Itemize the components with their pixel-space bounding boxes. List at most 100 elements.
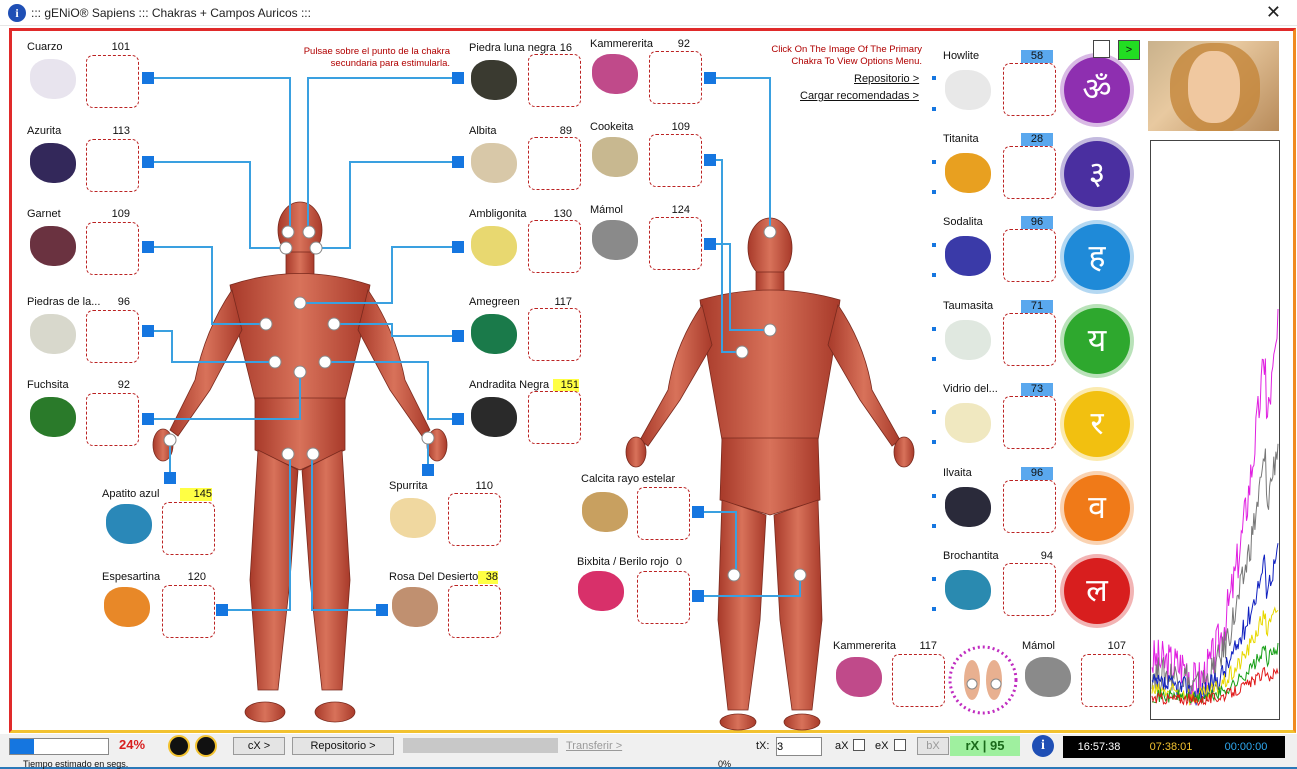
right-stone-name: Brochantita bbox=[943, 550, 999, 562]
cargar-recomendadas-link[interactable]: Cargar recomendadas > bbox=[800, 90, 919, 102]
back-stone-slot[interactable] bbox=[649, 51, 702, 104]
back-low-stone-slot[interactable] bbox=[637, 571, 690, 624]
left-stone-slot[interactable] bbox=[86, 310, 139, 363]
right-stone-stone-image[interactable] bbox=[945, 487, 991, 527]
transferir-link[interactable]: Transferir > bbox=[566, 740, 623, 752]
mid-stone-stone-image[interactable] bbox=[471, 314, 517, 354]
left-low-stone-slot[interactable] bbox=[162, 585, 215, 638]
left-low-stone-stone-image[interactable] bbox=[106, 504, 152, 544]
left-stone-stone-image[interactable] bbox=[30, 143, 76, 183]
mid-stone-value: 130 bbox=[553, 208, 572, 220]
left-stone-slot[interactable] bbox=[86, 393, 139, 446]
left-stone-name: Azurita bbox=[27, 125, 62, 137]
left-low-stone-slot[interactable] bbox=[162, 502, 215, 555]
left-stone-stone-image[interactable] bbox=[30, 314, 76, 354]
app-info-icon[interactable]: i bbox=[8, 4, 26, 22]
mid-stone-stone-image[interactable] bbox=[471, 397, 517, 437]
ex-checkbox[interactable] bbox=[894, 739, 906, 751]
back-stone-slot[interactable] bbox=[649, 134, 702, 187]
right-stone-value: 94 bbox=[1040, 550, 1053, 562]
split-icon-2[interactable] bbox=[195, 735, 217, 757]
right-stone-stone-image[interactable] bbox=[945, 236, 991, 276]
back-stone-stone-image[interactable] bbox=[592, 137, 638, 177]
back-low-stone-stone-image[interactable] bbox=[582, 492, 628, 532]
mid-stone-name: Andradita Negra bbox=[469, 379, 550, 391]
left-stone-slot[interactable] bbox=[86, 55, 139, 108]
mid-stone-slot[interactable] bbox=[528, 54, 581, 107]
right-stone-stone-image[interactable] bbox=[945, 320, 991, 360]
chakra-2-icon[interactable]: व bbox=[1064, 474, 1130, 541]
left-low-stone-stone-image[interactable] bbox=[104, 587, 150, 627]
chakra-6-icon[interactable]: ३ bbox=[1064, 140, 1130, 207]
left-stone-name: Piedras de la... bbox=[27, 296, 101, 308]
left-stone-slot[interactable] bbox=[86, 222, 139, 275]
ax-checkbox[interactable] bbox=[853, 739, 865, 751]
mid-low-stone-stone-image[interactable] bbox=[390, 498, 436, 538]
cx-button[interactable]: cX > bbox=[233, 737, 285, 755]
chakra-7-icon[interactable]: ॐ bbox=[1064, 57, 1130, 123]
chakra-5-icon[interactable]: ह bbox=[1064, 224, 1130, 290]
back-low-stone-stone-image[interactable] bbox=[578, 571, 624, 611]
back-stone-name: Cookeita bbox=[590, 121, 634, 133]
right-stone-slot[interactable] bbox=[1003, 480, 1056, 533]
right-stone-stone-image[interactable] bbox=[945, 70, 991, 110]
chakra-4-icon[interactable]: य bbox=[1064, 307, 1130, 374]
right-stone-slot[interactable] bbox=[1003, 63, 1056, 116]
back-stone-stone-image[interactable] bbox=[592, 220, 638, 260]
ex-label: eX bbox=[875, 740, 889, 752]
right-stone-value: 28 bbox=[1021, 133, 1053, 146]
go-button[interactable]: > bbox=[1118, 40, 1140, 60]
rx-indicator: rX | 95 bbox=[950, 736, 1020, 756]
back-low-stone-slot[interactable] bbox=[637, 487, 690, 540]
mid-stone-stone-image[interactable] bbox=[471, 143, 517, 183]
right-stone-name: Taumasita bbox=[943, 300, 994, 312]
back-stone-stone-image[interactable] bbox=[592, 54, 638, 94]
graph-lines bbox=[1151, 308, 1279, 707]
back-stone-name: Kammererita bbox=[590, 38, 653, 50]
feet-stone-stone-image[interactable] bbox=[1025, 657, 1071, 697]
left-stone-stone-image[interactable] bbox=[30, 397, 76, 437]
right-stone-value: 71 bbox=[1021, 300, 1053, 313]
right-stone-stone-image[interactable] bbox=[945, 403, 991, 443]
chakra-3-icon[interactable]: र bbox=[1064, 391, 1130, 457]
doc-icon[interactable] bbox=[1093, 40, 1110, 58]
right-stone-slot[interactable] bbox=[1003, 146, 1056, 199]
mid-stone-slot[interactable] bbox=[528, 137, 581, 190]
left-stone-stone-image[interactable] bbox=[30, 226, 76, 266]
right-stone-slot[interactable] bbox=[1003, 396, 1056, 449]
chakra-1-icon[interactable]: ल bbox=[1064, 558, 1130, 624]
mid-stone-slot[interactable] bbox=[528, 220, 581, 273]
mid-stone-stone-image[interactable] bbox=[471, 226, 517, 266]
tx-input[interactable] bbox=[776, 737, 822, 756]
mid-stone-slot[interactable] bbox=[528, 391, 581, 444]
info-icon[interactable]: i bbox=[1032, 735, 1054, 757]
mid-low-stone-slot[interactable] bbox=[448, 585, 501, 638]
mid-stone-stone-image[interactable] bbox=[471, 60, 517, 100]
left-low-stone-value: 120 bbox=[187, 571, 206, 583]
mid-stone-slot[interactable] bbox=[528, 308, 581, 361]
bx-button[interactable]: bX bbox=[917, 737, 949, 755]
right-stone-slot[interactable] bbox=[1003, 563, 1056, 616]
feet-stone-stone-image[interactable] bbox=[836, 657, 882, 697]
right-stone-name: Vidrio del... bbox=[943, 383, 998, 395]
right-stone-slot[interactable] bbox=[1003, 229, 1056, 282]
back-stone-slot[interactable] bbox=[649, 217, 702, 270]
right-stone-stone-image[interactable] bbox=[945, 153, 991, 193]
back-instructions: Click On The Image Of The Primary Chakra… bbox=[771, 44, 922, 67]
mid-low-stone-slot[interactable] bbox=[448, 493, 501, 546]
graph-series-magenta bbox=[1151, 308, 1279, 705]
repositorio-link[interactable]: Repositorio > bbox=[854, 73, 920, 85]
left-stone-slot[interactable] bbox=[86, 139, 139, 192]
mid-low-stone-value: 110 bbox=[475, 480, 493, 492]
close-button[interactable]: ✕ bbox=[1265, 2, 1281, 22]
mid-low-stone-stone-image[interactable] bbox=[392, 587, 438, 627]
right-stone-stone-image[interactable] bbox=[945, 570, 991, 610]
left-stone-stone-image[interactable] bbox=[30, 59, 76, 99]
back-stone-value: 124 bbox=[671, 204, 690, 216]
right-stone-slot[interactable] bbox=[1003, 313, 1056, 366]
split-icon-1[interactable] bbox=[168, 735, 190, 757]
feet-stone-slot[interactable] bbox=[1081, 654, 1134, 707]
feet-stone-slot[interactable] bbox=[892, 654, 945, 707]
repositorio-button[interactable]: Repositorio > bbox=[292, 737, 394, 755]
progress-percent: 24% bbox=[119, 737, 146, 752]
